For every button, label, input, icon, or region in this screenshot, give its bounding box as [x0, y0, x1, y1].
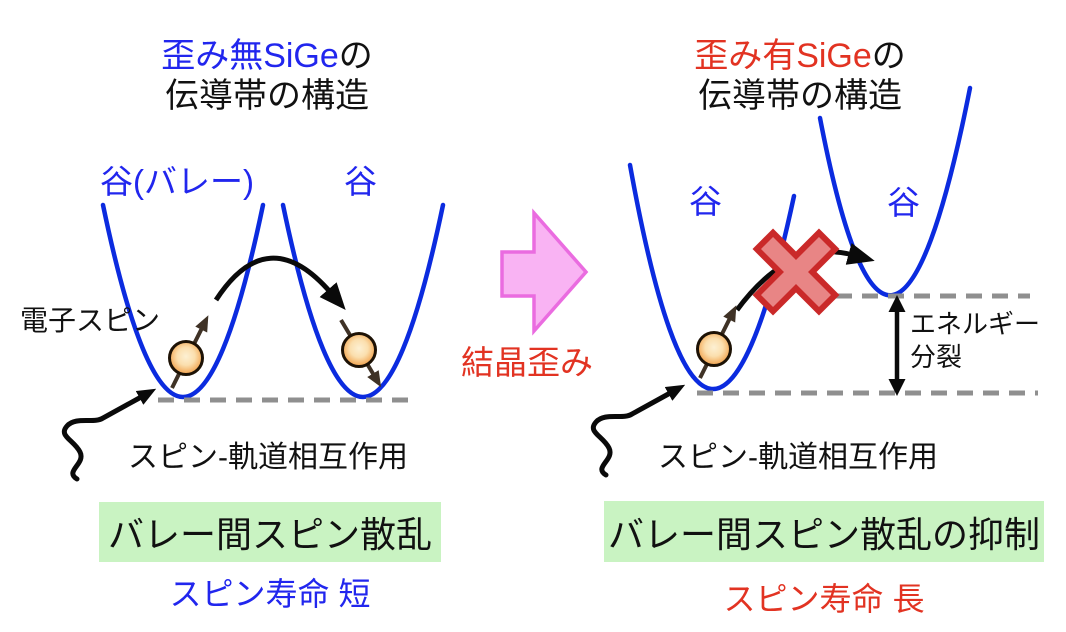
- right-result-box: バレー間スピン散乱の抑制: [604, 501, 1044, 562]
- strain-arrow-icon: [500, 208, 589, 336]
- left-title-line2: 伝導帯の構造: [165, 77, 369, 115]
- energy-split-line1: エネルギー: [910, 309, 1041, 339]
- electron-icon: [168, 340, 204, 376]
- scatter-arrow-icon: [213, 255, 346, 311]
- right-lifetime-label: スピン寿命 長: [723, 581, 925, 617]
- electron-icon: [696, 331, 732, 367]
- right-valley-label-1: 谷: [689, 183, 722, 220]
- left-valley-curves: [100, 202, 446, 399]
- left-result-box: バレー間スピン散乱: [99, 502, 441, 562]
- left-title-line1: 歪み無SiGeの: [107, 36, 427, 76]
- electron-spin-down: [339, 318, 382, 388]
- left-valley-label-1: 谷(バレー): [100, 163, 254, 200]
- energy-split-arrow-icon: [888, 295, 906, 396]
- left-title-highlight: 歪み無SiGe: [161, 37, 339, 75]
- left-lifetime-label: スピン寿命 短: [169, 576, 371, 612]
- right-valley-label-2: 谷: [887, 184, 920, 221]
- right-soi-label: スピン-軌道相互作用: [658, 441, 938, 474]
- left-soi-label: スピン-軌道相互作用: [128, 441, 408, 474]
- energy-split-line2: 分裂: [910, 342, 963, 372]
- wavy-arrow-icon: [61, 388, 157, 482]
- left-valley-label-2: 谷: [344, 163, 377, 200]
- valley-curve: [280, 202, 446, 399]
- cross-icon: [752, 228, 840, 316]
- electron-spin-up: [696, 305, 737, 379]
- left-panel-title: 歪み無SiGeの 伝導帯の構造: [107, 36, 427, 116]
- right-title-line1: 歪み有SiGeの: [640, 36, 960, 76]
- energy-split-label: エネルギー 分裂: [910, 308, 1040, 374]
- right-title-highlight: 歪み有SiGe: [694, 37, 872, 75]
- valley-curve: [100, 202, 266, 399]
- right-panel-title: 歪み有SiGeの 伝導帯の構造: [640, 36, 960, 116]
- left-title-suffix: の: [338, 37, 373, 75]
- electron-spin-up: [168, 315, 209, 389]
- electron-icon: [341, 332, 377, 368]
- electron-spin-label: 電子スピン: [20, 305, 161, 336]
- right-title-line2: 伝導帯の構造: [698, 77, 902, 115]
- strain-label: 結晶歪み: [461, 344, 593, 381]
- right-title-suffix: の: [871, 37, 906, 75]
